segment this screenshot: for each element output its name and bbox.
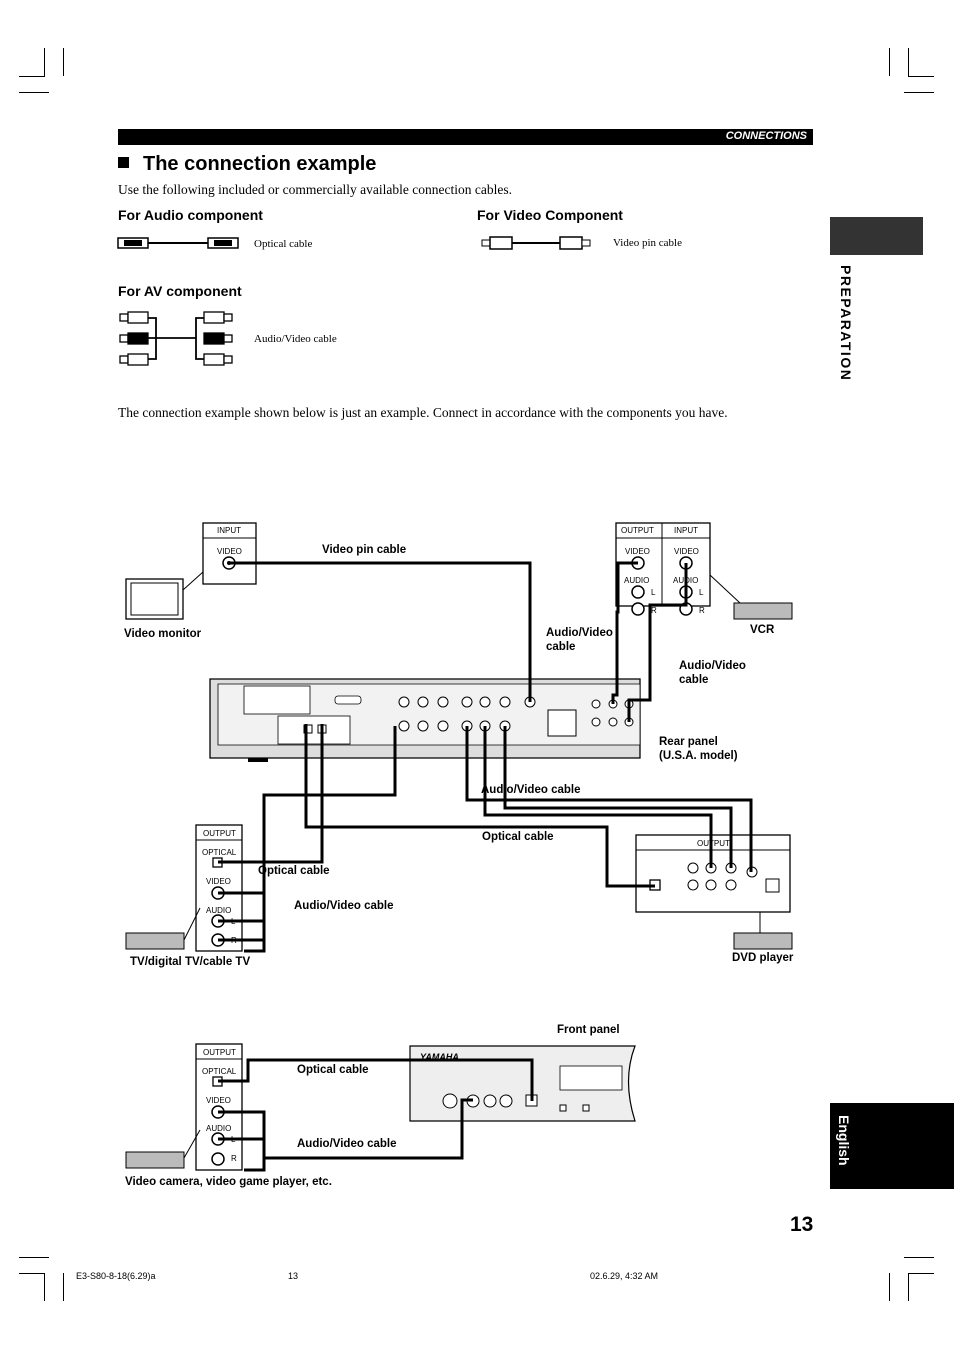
vcr-l-label: L <box>651 588 656 597</box>
vcr-output-video-label: VIDEO <box>625 547 650 556</box>
monitor-input-label: INPUT <box>217 526 241 535</box>
vcr-av-cable-line-1 <box>611 561 638 704</box>
video-monitor-label: Video monitor <box>124 628 202 640</box>
crop-mark <box>19 76 45 77</box>
camera-audio-label: AUDIO <box>206 1124 232 1133</box>
audio-component-heading: For Audio component <box>118 207 263 223</box>
dvd-optical-cable-line <box>304 724 655 888</box>
crop-mark <box>908 1273 934 1274</box>
optical-cable-callout-3: Optical cable <box>297 1064 369 1076</box>
video-component-heading: For Video Component <box>477 207 623 223</box>
vcr-r-label-2: R <box>699 606 705 615</box>
tv-av-cable-line <box>218 726 397 953</box>
vcr-r-label: R <box>651 606 657 615</box>
camera-optical-label: OPTICAL <box>202 1067 237 1076</box>
av-cable-label: Audio/Video cable <box>254 333 337 345</box>
section-header-label: CONNECTIONS <box>725 130 807 142</box>
crop-mark <box>908 1273 909 1301</box>
av-cable-callout-3: Audio/Video cable <box>481 784 581 796</box>
tv-l-label: L <box>231 917 236 926</box>
yamaha-logo: YAMAHA <box>420 1052 459 1062</box>
crop-mark <box>904 92 934 93</box>
optical-cable-callout-2: Optical cable <box>258 865 330 877</box>
footer-page: 13 <box>288 1271 299 1281</box>
section-header-bar: CONNECTIONS <box>118 129 813 145</box>
page-title-text: The connection example <box>143 153 377 175</box>
camera-label: Video camera, video game player, etc. <box>125 1176 332 1188</box>
vcr-label: VCR <box>750 624 775 636</box>
camera-device <box>125 1043 243 1171</box>
crop-mark <box>908 76 934 77</box>
optical-cable-icon <box>117 237 239 249</box>
camera-r-label: R <box>231 1154 237 1163</box>
example-note: The connection example shown below is ju… <box>118 405 728 420</box>
video-pin-cable-line <box>229 561 532 702</box>
tv-output-label: OUTPUT <box>203 829 236 838</box>
dvd-av-cable-line <box>465 726 753 872</box>
page-title: The connection example <box>118 153 376 176</box>
av-cable-icon <box>119 311 233 366</box>
crop-mark <box>889 1273 890 1301</box>
rear-panel-model-label: (U.S.A. model) <box>659 750 738 762</box>
vcr-device <box>615 522 793 620</box>
av-cable-callout-2: Audio/Video cable <box>679 660 746 686</box>
av-cable-callout-1: Audio/Video cable <box>546 627 613 653</box>
tv-audio-label: AUDIO <box>206 906 232 915</box>
crop-mark <box>904 1257 934 1258</box>
tv-optical-label: OPTICAL <box>202 848 237 857</box>
rear-panel-label: Rear panel <box>659 736 718 748</box>
tv-optical-cable-line <box>218 724 324 864</box>
tv-label: TV/digital TV/cable TV <box>130 956 251 968</box>
vcr-l-label-2: L <box>699 588 704 597</box>
english-side-tab-label: English <box>836 1115 852 1166</box>
square-bullet-icon <box>118 157 129 168</box>
footer-file: E3-S80-8-18(6.29)a <box>76 1271 156 1281</box>
front-panel-label: Front panel <box>557 1024 620 1036</box>
crop-mark <box>63 1273 64 1301</box>
crop-mark <box>44 1273 45 1301</box>
av-component-heading: For AV component <box>118 283 242 299</box>
crop-mark <box>44 48 45 76</box>
crop-mark <box>908 48 909 76</box>
av-cable-callout-4: Audio/Video cable <box>294 900 394 912</box>
crop-mark <box>19 92 49 93</box>
dvd-player-device <box>635 834 793 950</box>
video-monitor-device <box>125 522 257 620</box>
monitor-video-label: VIDEO <box>217 547 242 556</box>
vcr-output-audio-label: AUDIO <box>624 576 650 585</box>
dvd-player-label: DVD player <box>732 952 794 964</box>
camera-av-cable-line <box>218 1098 473 1172</box>
tv-video-label: VIDEO <box>206 877 231 886</box>
camera-l-label: L <box>231 1135 236 1144</box>
tv-device <box>125 824 243 952</box>
crop-mark <box>19 1273 45 1274</box>
section-tab-block <box>830 217 923 255</box>
vcr-input-video-label: VIDEO <box>674 547 699 556</box>
vcr-output-label: OUTPUT <box>621 526 654 535</box>
camera-output-label: OUTPUT <box>203 1048 236 1057</box>
camera-video-label: VIDEO <box>206 1096 231 1105</box>
footer-datetime: 02.6.29, 4:32 AM <box>590 1271 659 1281</box>
crop-mark <box>19 1257 49 1258</box>
receiver-rear-panel <box>209 678 641 762</box>
vcr-input-audio-label: AUDIO <box>673 576 699 585</box>
tv-r-label: R <box>231 936 237 945</box>
av-cable-callout-5: Audio/Video cable <box>297 1138 397 1150</box>
video-pin-cable-label: Video pin cable <box>613 237 682 249</box>
optical-cable-label: Optical cable <box>254 238 313 250</box>
camera-optical-cable-line <box>218 1058 534 1101</box>
dvd-output-label: OUTPUT <box>697 839 730 848</box>
video-pin-cable-callout: Video pin cable <box>322 544 407 556</box>
page-number: 13 <box>790 1213 814 1236</box>
vcr-input-label: INPUT <box>674 526 698 535</box>
crop-mark <box>63 48 64 76</box>
receiver-front-panel <box>409 1045 636 1122</box>
english-side-tab: English <box>830 1103 954 1189</box>
intro-text: Use the following included or commercial… <box>118 182 512 197</box>
video-pin-cable-icon <box>481 236 591 250</box>
vcr-av-cable-line-2 <box>627 563 688 722</box>
optical-cable-callout-1: Optical cable <box>482 831 554 843</box>
crop-mark <box>889 48 890 76</box>
